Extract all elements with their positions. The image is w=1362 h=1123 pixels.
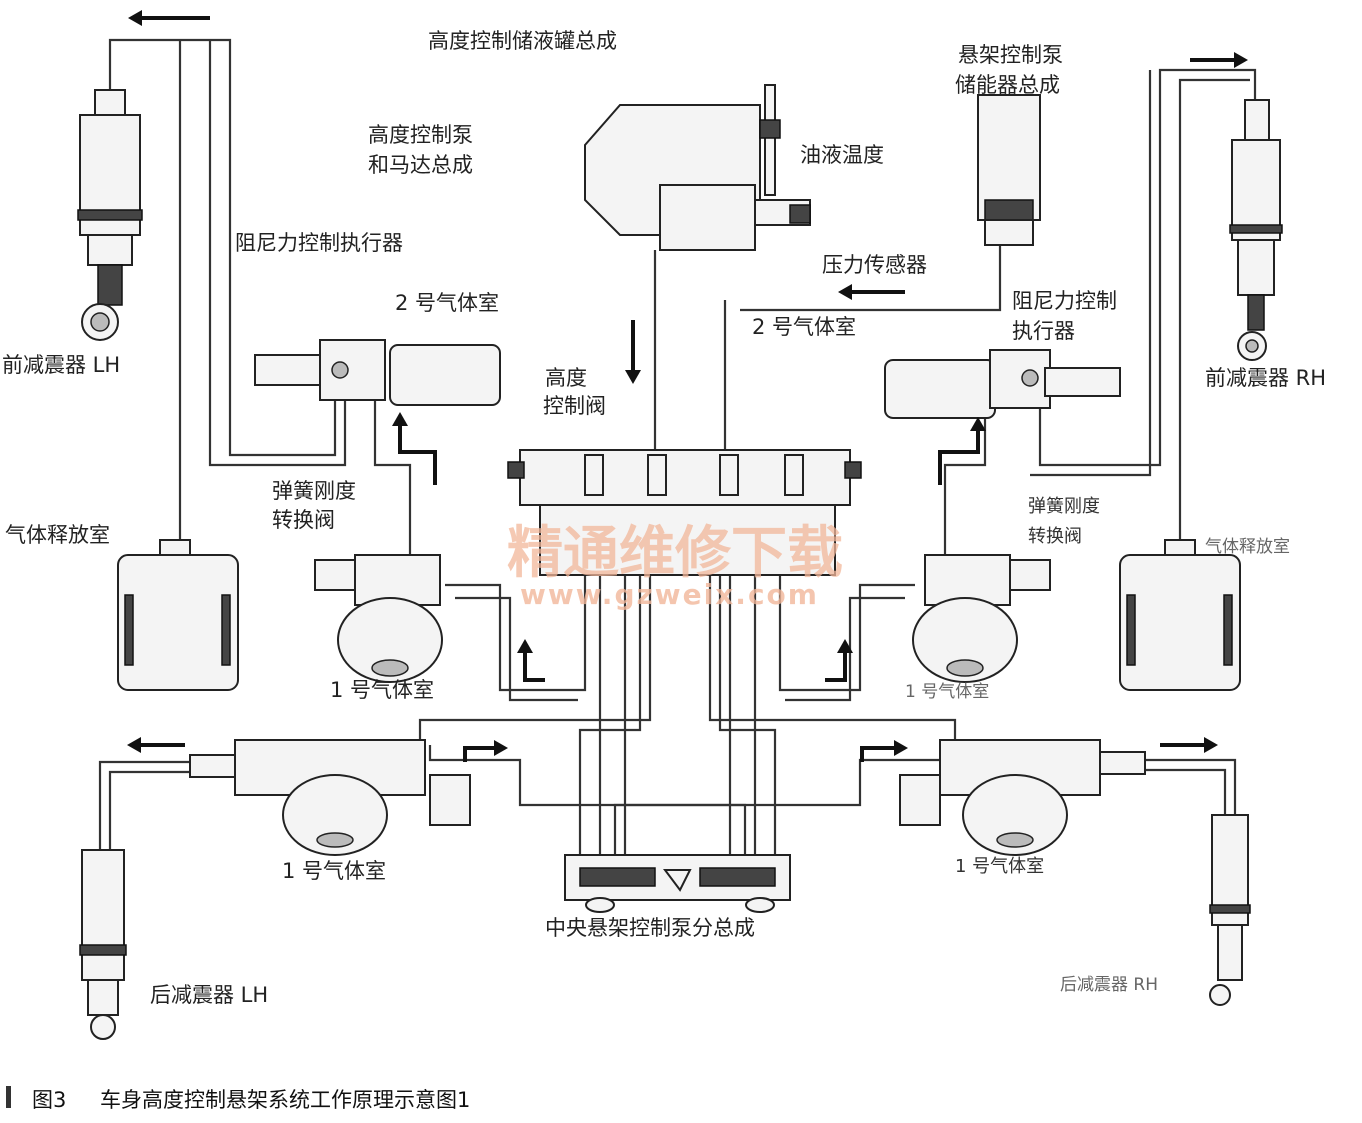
label-pressure-sensor: 压力传感器 [822,253,927,277]
label-damping-actuator-right-1: 阻尼力控制 [1012,289,1117,313]
label-pump-motor-2: 和马达总成 [368,153,473,177]
label-central-pump: 中央悬架控制泵分总成 [545,916,755,940]
label-gas-chamber-1-upper-right: 1 号气体室 [905,682,989,702]
label-reservoir: 高度控制储液罐总成 [428,29,617,53]
gas-chamber-1-lower-left [189,739,471,856]
watermark-text: 精通维修下载 [507,520,843,586]
label-fluid-temp: 油液温度 [800,143,884,167]
label-gas-chamber-2-right: 2 号气体室 [752,315,856,339]
label-pump-motor-1: 高度控制泵 [368,123,473,147]
front-shock-lh [77,89,143,341]
label-gas-chamber-2-left: 2 号气体室 [395,291,499,315]
label-accumulator-1: 悬架控制泵 [958,43,1063,67]
reservoir-pump-assembly [584,84,811,251]
label-rear-shock-rh: 后减震器 RH [1060,975,1158,995]
gas-chamber-1-upper-left [314,554,443,683]
caption-bar [6,1086,11,1108]
label-damping-actuator-left: 阻尼力控制执行器 [235,231,403,255]
label-spring-valve-right-2: 转换阀 [1028,526,1082,547]
label-gas-chamber-1-lower-left: 1 号气体室 [282,859,386,883]
flow-arrows [127,10,1248,762]
figure-caption: 图3 车身高度控制悬架系统工作原理示意图1 [0,1082,1362,1118]
label-spring-valve-right-1: 弹簧刚度 [1028,496,1100,517]
label-gas-release-left: 气体释放室 [5,523,110,547]
gas-release-chamber-left [117,539,239,691]
label-damping-actuator-right-2: 执行器 [1012,319,1075,343]
label-gas-chamber-1-upper-left: 1 号气体室 [330,678,434,702]
label-height-valve-1: 高度 [545,366,587,390]
label-gas-release-right: 气体释放室 [1205,537,1290,557]
label-spring-valve-left-1: 弹簧刚度 [272,479,356,503]
label-accumulator-2: 储能器总成 [955,73,1060,97]
suspension-diagram: 精通维修下载 www.gzweix.com 高度控制储液罐总成 高度控制泵 和马… [2,10,1326,1040]
rear-shock-lh [79,849,127,1040]
label-gas-chamber-1-lower-right: 1 号气体室 [955,856,1044,877]
label-height-valve-2: 控制阀 [543,394,606,418]
height-control-valve [507,449,862,576]
gas-chamber-1-lower-right [899,739,1146,856]
gas-chamber-1-upper-right [912,554,1051,683]
central-pump-assembly [564,854,791,913]
accumulator [977,94,1041,246]
rear-shock-rh [1209,814,1251,1006]
damping-actuator-right [884,349,1121,419]
label-rear-shock-lh: 后减震器 LH [150,983,268,1007]
caption-number: 图3 [32,1088,67,1112]
pipe-network [98,38,1257,860]
watermark-url: www.gzweix.com [520,578,819,611]
caption-text: 车身高度控制悬架系统工作原理示意图1 [100,1088,471,1112]
label-front-shock-lh: 前减震器 LH [2,353,120,377]
label-spring-valve-left-2: 转换阀 [272,508,335,532]
damping-actuator-left [254,339,501,406]
gas-release-chamber-right [1119,539,1241,691]
front-shock-rh [1229,99,1283,361]
label-front-shock-rh: 前减震器 RH [1205,366,1326,390]
